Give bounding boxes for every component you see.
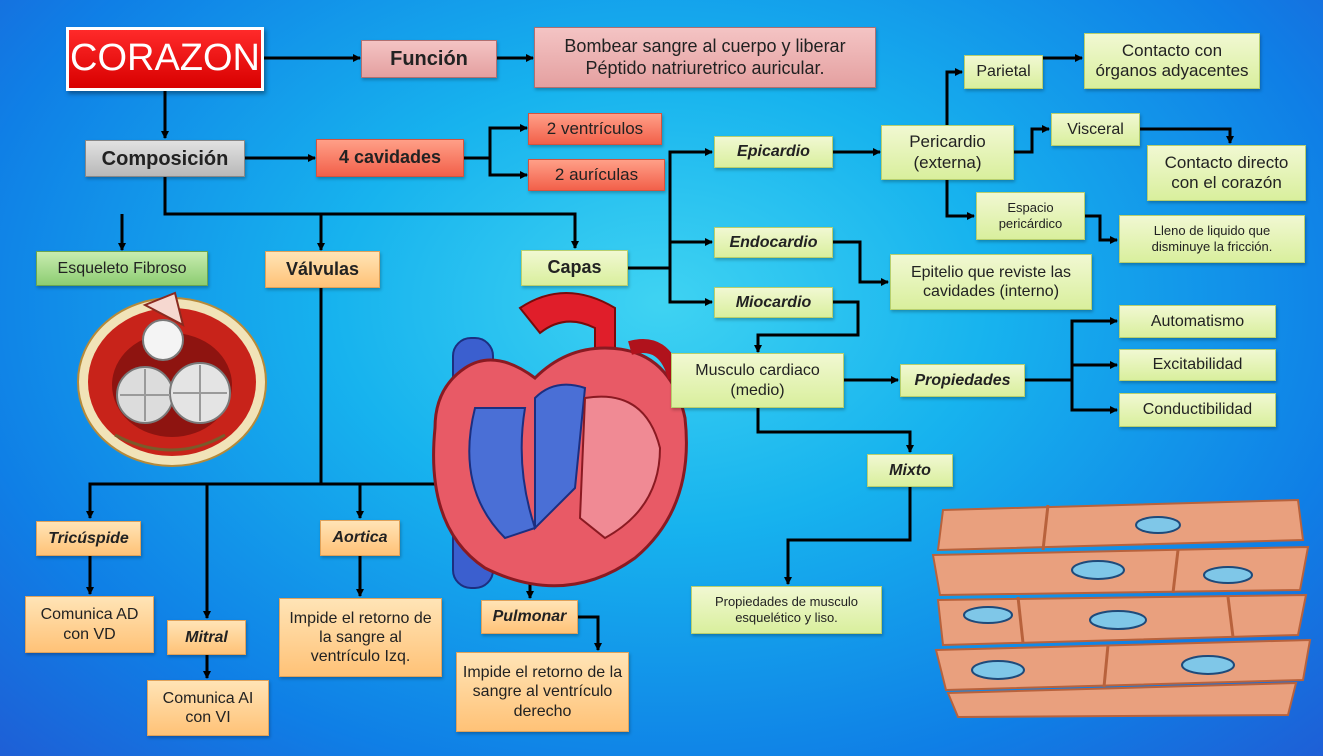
visceral-description: Contacto directo con el corazón xyxy=(1147,145,1306,201)
pulmonar-description: Impide el retorno de la sangre al ventrí… xyxy=(456,652,629,732)
heart-anatomy-illustration xyxy=(432,292,688,589)
corazon-title: CORAZON xyxy=(66,27,264,91)
espacio-description: Lleno de liquido que disminuye la fricci… xyxy=(1119,215,1305,263)
tricuspide-description: Comunica AD con VD xyxy=(25,596,154,653)
aortica-description: Impide el retorno de la sangre al ventrí… xyxy=(279,598,442,677)
parietal-node: Parietal xyxy=(964,55,1043,89)
pulmonar-node: Pulmonar xyxy=(481,600,578,634)
propiedades-node: Propiedades xyxy=(900,364,1025,397)
automatismo-node: Automatismo xyxy=(1119,305,1276,338)
funcion-node: Función xyxy=(361,40,497,78)
tricuspide-node: Tricúspide xyxy=(36,521,141,556)
mixto-description: Propiedades de musculo esquelético y lis… xyxy=(691,586,882,634)
mitral-node: Mitral xyxy=(167,620,246,655)
capas-node: Capas xyxy=(521,250,628,286)
endocardio-node: Endocardio xyxy=(714,227,833,258)
excitabilidad-node: Excitabilidad xyxy=(1119,349,1276,381)
cardiac-muscle-cells-illustration xyxy=(931,498,1312,719)
heart-valves-illustration xyxy=(77,291,267,467)
esqueleto-node: Esqueleto Fibroso xyxy=(36,251,208,286)
auriculas-node: 2 aurículas xyxy=(528,159,665,191)
epicardio-node: Epicardio xyxy=(714,136,833,168)
composicion-node: Composición xyxy=(85,140,245,177)
miocardio-node: Miocardio xyxy=(714,287,833,318)
endocardio-description: Epitelio que reviste las cavidades (inte… xyxy=(890,254,1092,310)
ventriculos-node: 2 ventrículos xyxy=(528,113,662,145)
mitral-description: Comunica AI con VI xyxy=(147,680,269,736)
espacio-pericardico-node: Espacio pericárdico xyxy=(976,192,1085,240)
pericardio-node: Pericardio (externa) xyxy=(881,125,1014,180)
musculo-cardiaco-node: Musculo cardiaco (medio) xyxy=(671,353,844,408)
mixto-node: Mixto xyxy=(867,454,953,487)
visceral-node: Visceral xyxy=(1051,113,1140,146)
parietal-description: Contacto con órganos adyacentes xyxy=(1084,33,1260,89)
funcion-description: Bombear sangre al cuerpo y liberar Pépti… xyxy=(534,27,876,88)
valvulas-node: Válvulas xyxy=(265,251,380,288)
conductibilidad-node: Conductibilidad xyxy=(1119,393,1276,427)
aortica-node: Aortica xyxy=(320,520,400,556)
cavidades-node: 4 cavidades xyxy=(316,139,464,177)
